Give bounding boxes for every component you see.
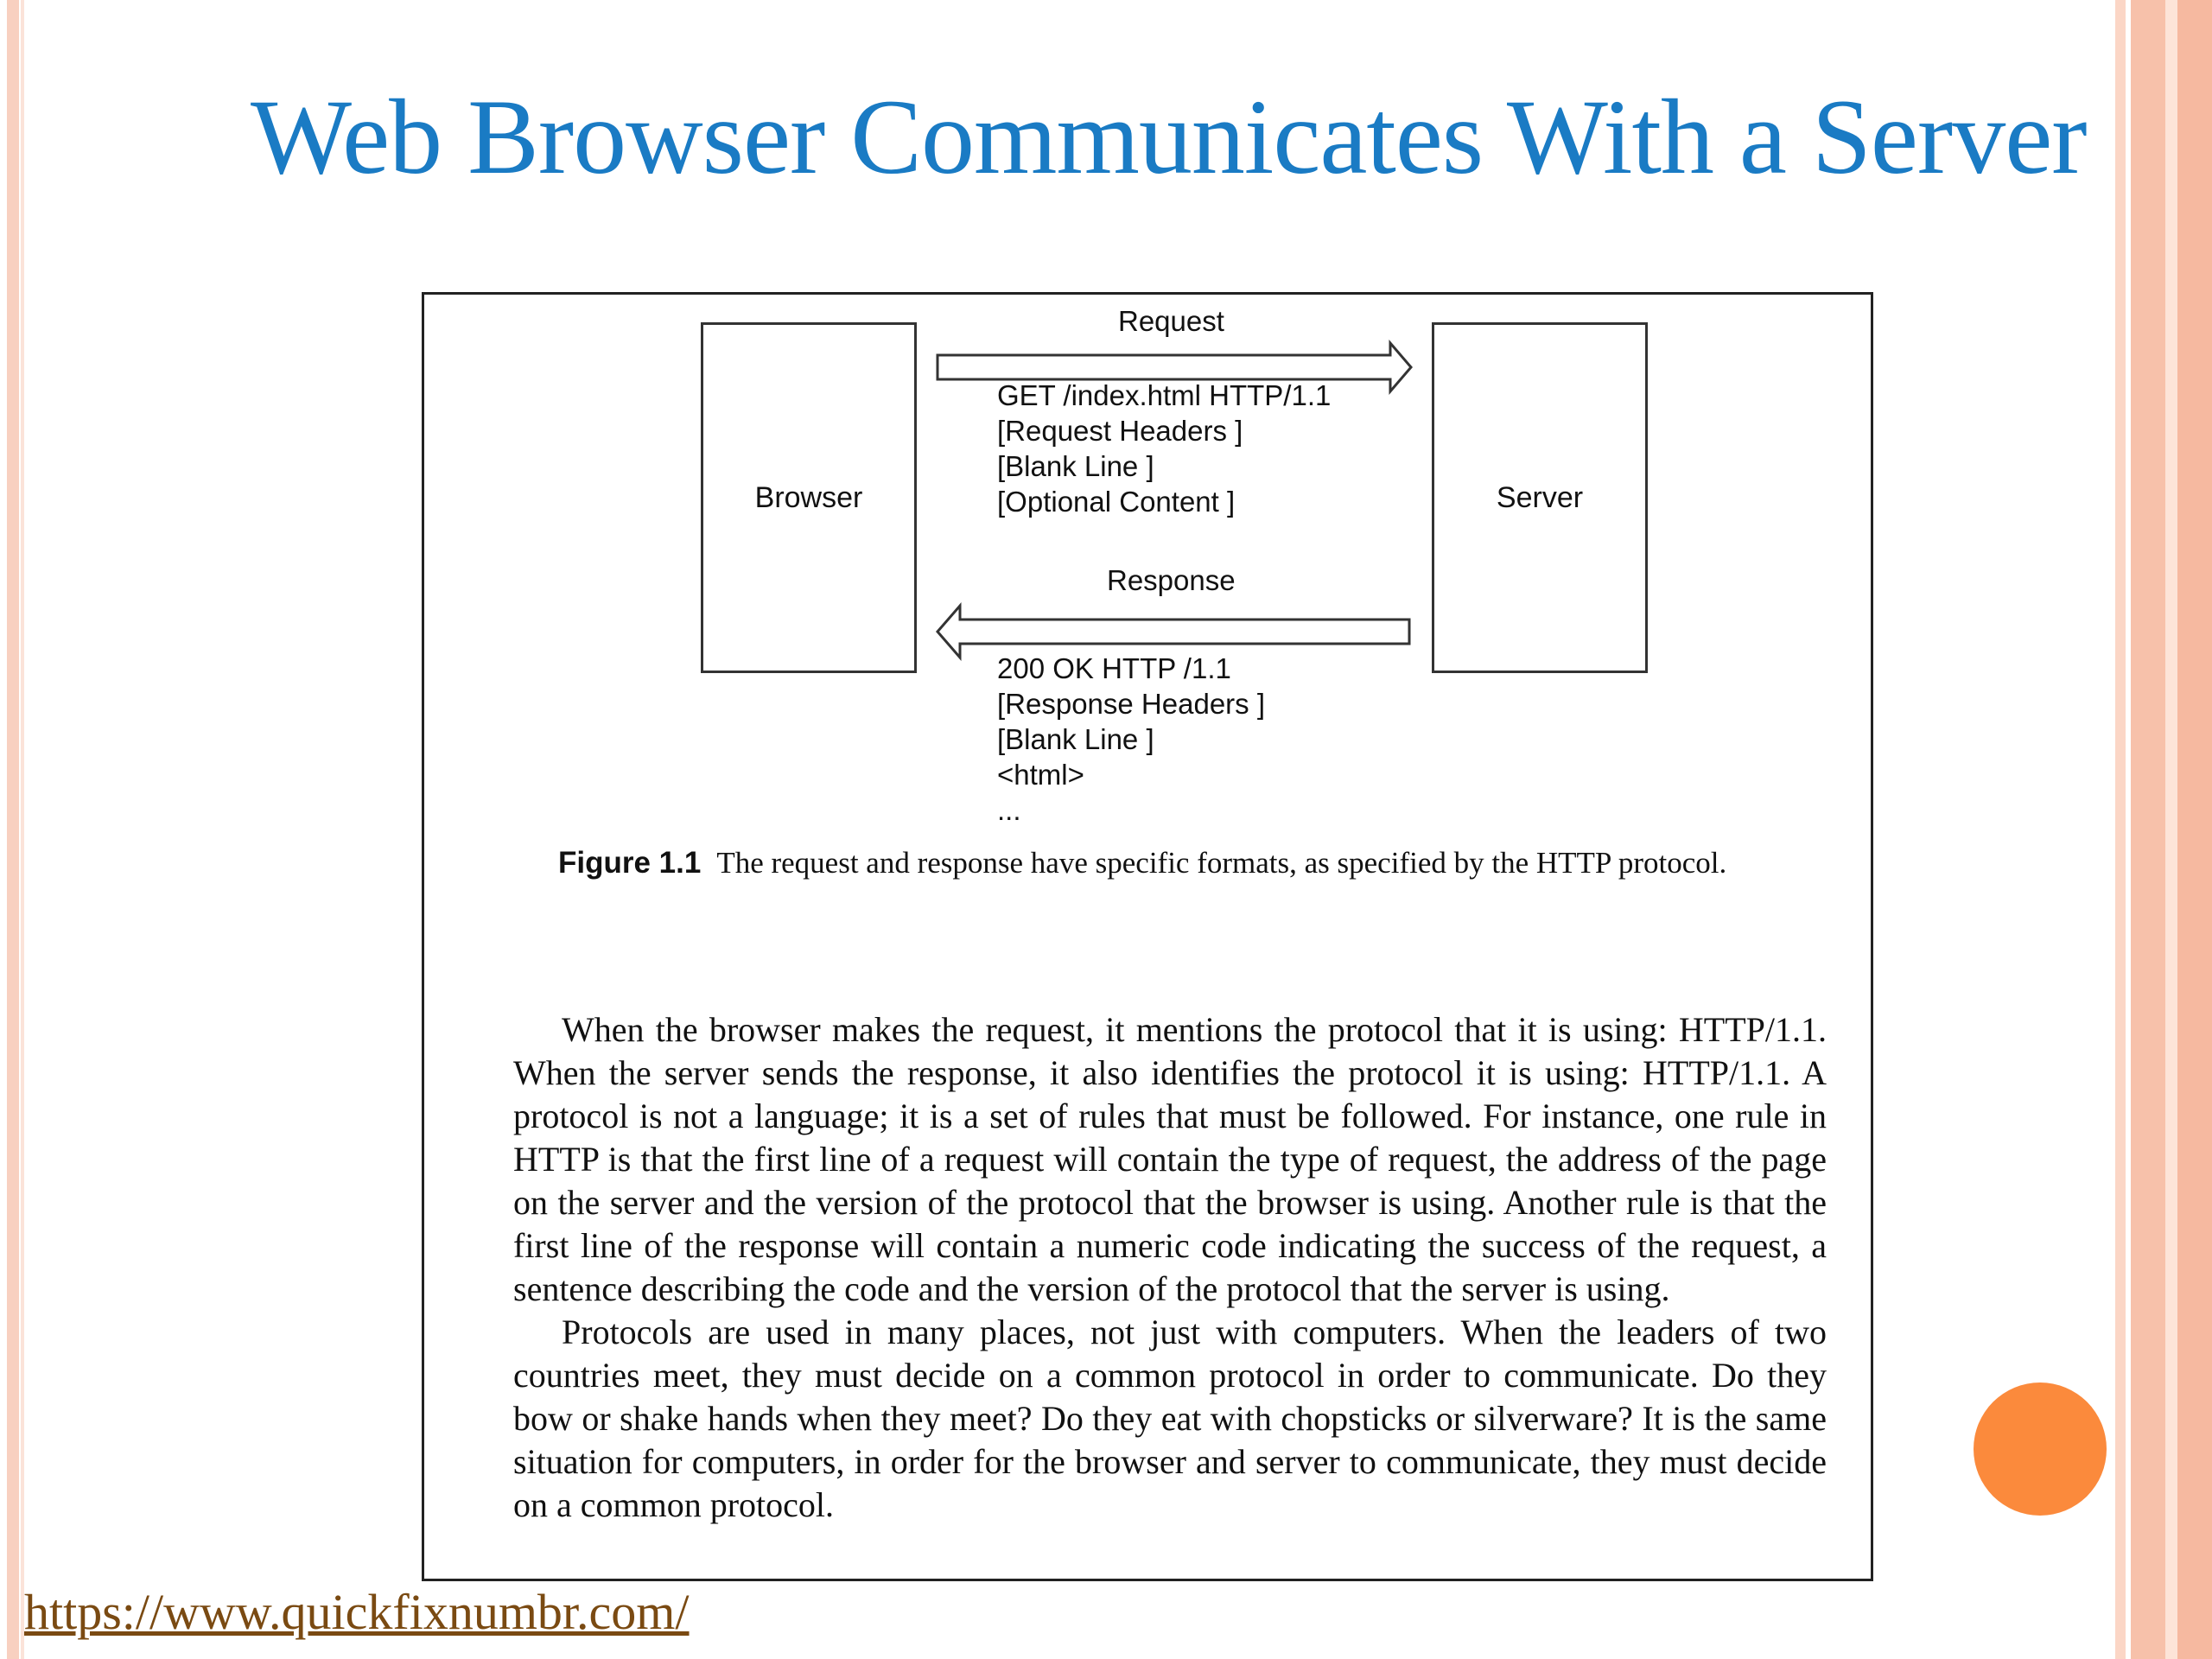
response-line: [Response Headers ] [997,688,1266,720]
response-line: 200 OK HTTP /1.1 [997,652,1231,684]
response-label: Response [1107,564,1236,596]
figure-caption-text: The request and response have specific f… [716,846,1727,880]
server-label: Server [1496,480,1584,514]
orange-decorative-dot [1974,1382,2107,1516]
right-decorative-stripe [2177,0,2212,1659]
request-lines: GET /index.html HTTP/1.1 [Request Header… [997,378,1331,519]
response-line: [Blank Line ] [997,723,1154,755]
right-decorative-stripe [2165,0,2177,1659]
request-arrow [938,343,1410,355]
arrows-diagram [936,339,1413,662]
right-decorative-stripe [2115,0,2126,1659]
right-decorative-stripe [2131,0,2165,1659]
response-line: <html> [997,759,1084,791]
response-arrow-shape [936,601,1411,662]
left-decorative-stripe-thin [21,0,24,1659]
figure-caption-number: Figure 1.1 [558,846,702,880]
server-box: Server [1432,322,1648,673]
body-paragraph: When the browser makes the request, it m… [513,1010,1827,1308]
request-arrow-shape [936,339,1413,396]
body-paragraph: Protocols are used in many places, not j… [513,1313,1827,1524]
browser-box: Browser [701,322,917,673]
request-line: GET /index.html HTTP/1.1 [997,379,1332,411]
body-text: When the browser makes the request, it m… [513,1008,1827,1527]
left-decorative-stripe [7,0,19,1659]
request-line: [Blank Line ] [997,450,1154,482]
response-lines: 200 OK HTTP /1.1 [Response Headers ] [Bl… [997,651,1265,828]
book-page-excerpt: Browser Server Request GET /index.html H… [422,292,1873,1581]
figure-caption: Figure 1.1 The request and response have … [558,846,1726,880]
request-label: Request [1118,305,1224,337]
slide-title: Web Browser Communicates With a Server [251,78,2088,196]
browser-label: Browser [754,480,863,514]
request-line: [Optional Content ] [997,486,1236,518]
response-line: ... [997,794,1021,826]
request-line: [Request Headers ] [997,415,1243,447]
website-link[interactable]: https://www.quickfixnumbr.com/ [24,1584,690,1640]
